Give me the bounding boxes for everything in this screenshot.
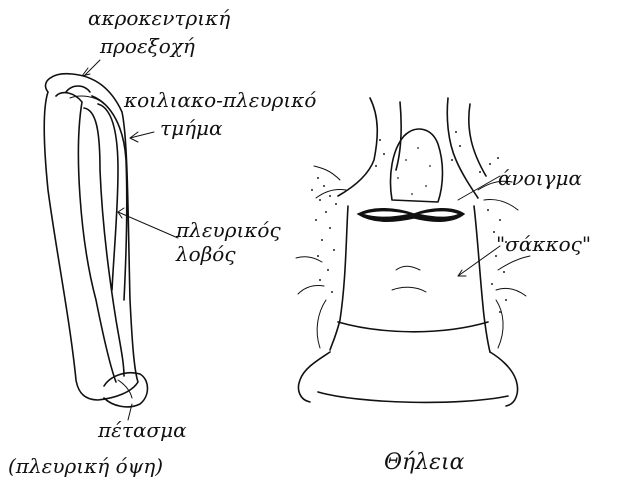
label-ventrolateral-part-cont: τμήμα <box>160 118 223 138</box>
caption-lateral-view: (πλευρική όψη) <box>8 456 163 476</box>
label-velum: πέτασμα <box>98 420 187 440</box>
label-opening: άνοιγμα <box>498 168 582 188</box>
label-lateral-lobe-cont: λοβός <box>176 244 236 264</box>
left-figure-drawing <box>44 60 178 420</box>
label-sac: "σάκκος" <box>496 234 591 254</box>
label-apical-projection: ακροκεντρική <box>88 8 230 28</box>
label-ventrolateral-part: κοιλιακο-πλευρικό <box>124 90 316 110</box>
caption-female: Θήλεια <box>384 452 464 474</box>
right-figure-drawing <box>296 98 530 406</box>
label-lateral-lobe: πλευρικός <box>176 220 281 240</box>
label-apical-projection-cont: προεξοχή <box>100 36 195 56</box>
